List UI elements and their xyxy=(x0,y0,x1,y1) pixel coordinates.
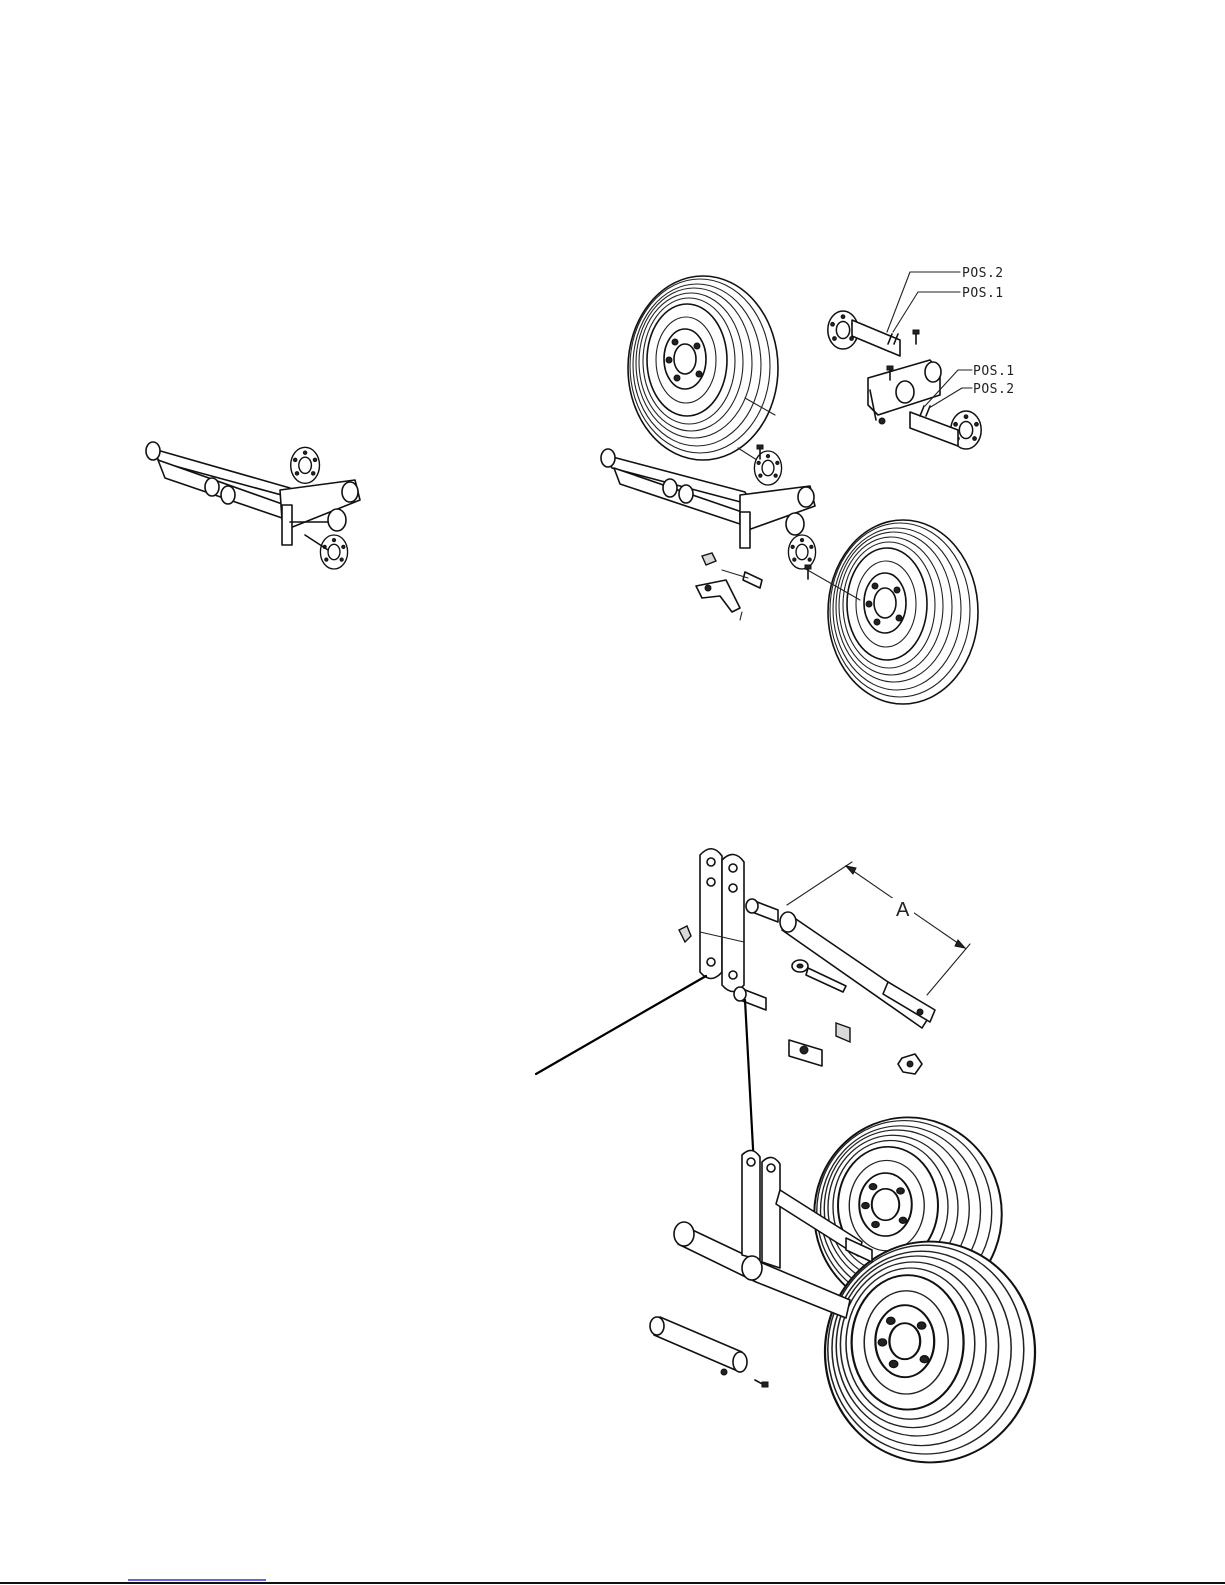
callout-right-pos2: POS.2 xyxy=(973,382,1015,397)
axle-exploded-view: POS.2 POS.1 POS.1 POS.2 xyxy=(601,266,1015,704)
tire-front xyxy=(825,1242,1035,1463)
axle-assembled-view xyxy=(146,442,360,569)
callout-top-pos2: POS.2 xyxy=(962,266,1004,281)
tire-lower xyxy=(828,520,978,704)
callout-top-pos1: POS.1 xyxy=(962,286,1004,301)
tire-upper xyxy=(628,276,778,460)
callout-right-pos1: POS.1 xyxy=(973,364,1015,379)
pivot-link-exploded-view: A xyxy=(536,849,1035,1463)
leader-line-left xyxy=(536,976,706,1074)
dimension-label-a: A xyxy=(896,899,910,921)
